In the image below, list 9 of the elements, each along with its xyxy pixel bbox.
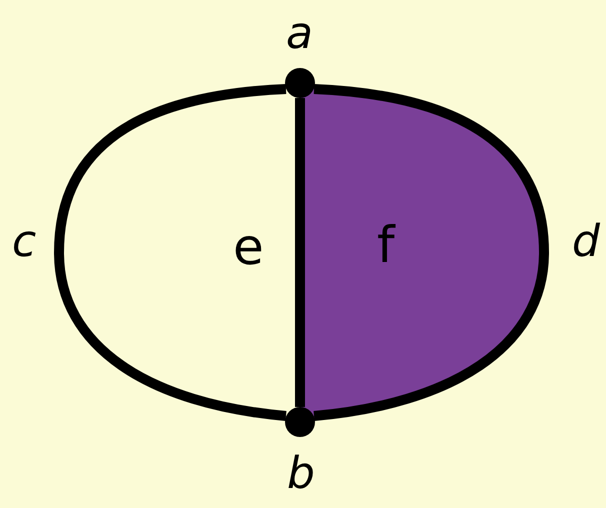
edge-label: c — [12, 220, 36, 264]
vertex-label: b — [287, 452, 315, 496]
graph-edge — [54, 84, 287, 421]
edge-label: e — [233, 222, 264, 272]
graph-edge — [295, 98, 305, 407]
graph-edge — [313, 84, 549, 421]
edge-label: d — [572, 220, 600, 264]
face-label: f — [377, 220, 395, 270]
vertex-label: a — [286, 12, 313, 56]
